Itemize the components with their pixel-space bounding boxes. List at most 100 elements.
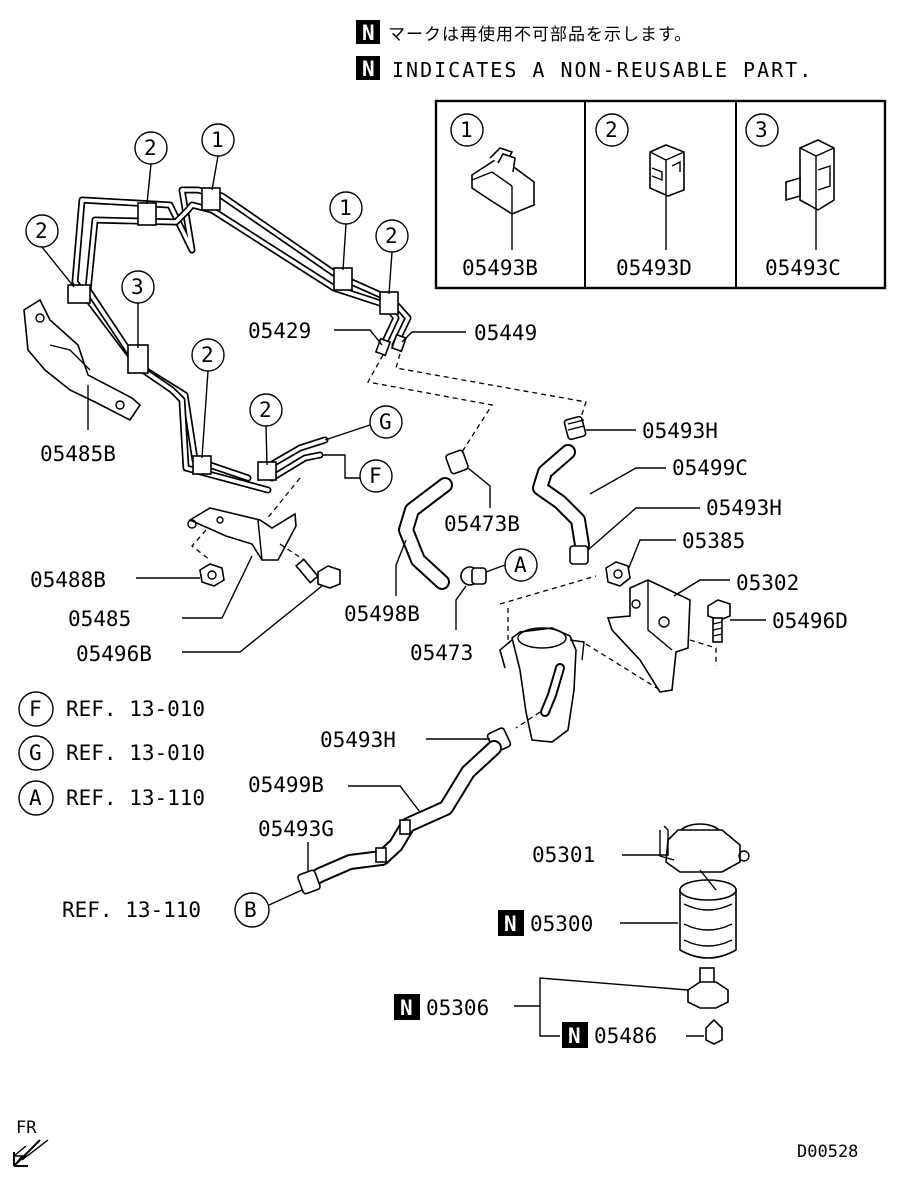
bolt-05496B: [294, 558, 341, 589]
label-05473: 05473: [410, 641, 473, 665]
label-05488B: 05488B: [30, 568, 106, 592]
label-05493H-3: 05493H: [320, 728, 396, 752]
bolt-05496D: [707, 599, 731, 643]
label-05493H-2: 05493H: [706, 496, 782, 520]
clip-3-icon: [785, 139, 835, 211]
svg-text:2: 2: [385, 224, 398, 248]
ref-g-f-markers: G F: [322, 405, 403, 493]
ref-g: G REF. 13-010: [18, 735, 205, 771]
clip-icon: [333, 267, 353, 291]
label-05385: 05385: [682, 529, 745, 553]
bracket-05485B: [23, 298, 142, 430]
clip-cell-2: 2 05493D: [595, 113, 692, 280]
svg-text:REF. 13-110: REF. 13-110: [66, 786, 205, 810]
label-05300: N 05300: [498, 910, 678, 936]
svg-text:N: N: [568, 1024, 581, 1048]
svg-text:05493D: 05493D: [616, 256, 692, 280]
svg-text:B: B: [244, 898, 257, 922]
svg-text:1: 1: [339, 196, 352, 220]
hose-05498B: [398, 477, 453, 590]
note-english: N INDICATES A NON-REUSABLE PART.: [356, 56, 813, 82]
label-05493H-1: 05493H: [642, 419, 718, 443]
clip-icon: [127, 344, 149, 374]
svg-text:05493C: 05493C: [765, 256, 841, 280]
filter-head-05301: [659, 823, 750, 873]
label-05496D: 05496D: [772, 609, 848, 633]
label-05485B: 05485B: [40, 442, 116, 466]
svg-text:2: 2: [259, 398, 272, 422]
hose-05499B: [300, 740, 502, 890]
svg-text:F: F: [369, 464, 382, 488]
svg-text:N: N: [504, 912, 517, 936]
svg-text:G: G: [379, 410, 392, 434]
drain-plug-05306: [687, 967, 729, 1009]
label-05473B: 05473B: [444, 512, 520, 536]
svg-text:3: 3: [131, 275, 144, 299]
clip-icon: [379, 291, 399, 315]
label-05499B: 05499B: [248, 773, 324, 797]
ref-f: F REF. 13-010: [18, 691, 205, 727]
svg-text:A: A: [514, 553, 527, 577]
clamp-05493H-mid: [569, 545, 589, 565]
o-ring-05486: [705, 1018, 723, 1045]
drawing-id: D00528: [797, 1142, 858, 1162]
svg-text:1: 1: [460, 118, 473, 142]
label-05449: 05449: [474, 321, 537, 345]
svg-text:2: 2: [605, 118, 618, 142]
svg-text:05486: 05486: [594, 1024, 657, 1048]
clip-cell-3: 3 05493C: [745, 113, 841, 280]
ref-b: REF. 13-110 B: [62, 889, 303, 928]
hose-05499C: [532, 444, 590, 553]
bracket-05302: [606, 579, 691, 693]
label-05499C: 05499C: [672, 456, 748, 480]
svg-text:G: G: [29, 741, 42, 765]
clamp-05493H-top: [563, 415, 587, 441]
svg-text:05300: 05300: [530, 912, 593, 936]
note-japanese: N マークは再使用不可部品を示します。: [356, 20, 691, 45]
svg-text:N: N: [400, 996, 413, 1020]
svg-text:REF. 13-010: REF. 13-010: [66, 741, 205, 765]
label-05486: N 05486: [562, 1022, 704, 1048]
clip-icon: [201, 187, 221, 211]
label-05302: 05302: [736, 571, 799, 595]
svg-text:3: 3: [755, 118, 768, 142]
clamp-05473: [460, 566, 487, 586]
svg-text:05306: 05306: [426, 996, 489, 1020]
clip-icon: [67, 284, 91, 304]
clamp-05493G: [297, 869, 321, 895]
svg-text:05493B: 05493B: [462, 256, 538, 280]
clip-1-icon: [471, 147, 535, 215]
label-05306: N 05306: [394, 977, 689, 1037]
clip-table: 1 05493B 2 05493D: [434, 99, 887, 290]
svg-text:N: N: [362, 21, 375, 45]
svg-text:FR: FR: [16, 1118, 37, 1138]
svg-text:INDICATES A NON-REUSABLE PART.: INDICATES A NON-REUSABLE PART.: [392, 58, 813, 82]
filter-cartridge-05300: [679, 869, 737, 959]
svg-text:A: A: [29, 786, 42, 810]
label-05496B: 05496B: [76, 642, 152, 666]
svg-text:1: 1: [211, 128, 224, 152]
clip-icon: [192, 455, 212, 475]
front-direction-arrow: FR: [12, 1118, 49, 1167]
label-05498B: 05498B: [344, 602, 420, 626]
clip-cell-1: 1 05493B: [450, 113, 538, 280]
pipe-clips: [67, 187, 399, 481]
label-05493G: 05493G: [258, 817, 334, 841]
label-05429: 05429: [248, 319, 311, 343]
nut-05385: [605, 561, 631, 587]
svg-text:F: F: [29, 697, 42, 721]
svg-text:REF. 13-110: REF. 13-110: [62, 898, 201, 922]
filter-housing: [499, 627, 585, 743]
svg-text:REF. 13-010: REF. 13-010: [66, 697, 205, 721]
svg-text:N: N: [362, 57, 375, 81]
label-05485: 05485: [68, 607, 131, 631]
clip-2-icon: [649, 144, 685, 197]
svg-text:2: 2: [144, 136, 157, 160]
fuel-pipe-assembly: [71, 186, 412, 494]
label-05301: 05301: [532, 843, 595, 867]
clamp-05473B: [445, 449, 469, 475]
svg-text:2: 2: [201, 343, 214, 367]
bracket-05485: [187, 507, 297, 561]
ref-list: F REF. 13-010 G REF. 13-010 A REF. 13-11…: [18, 691, 205, 816]
